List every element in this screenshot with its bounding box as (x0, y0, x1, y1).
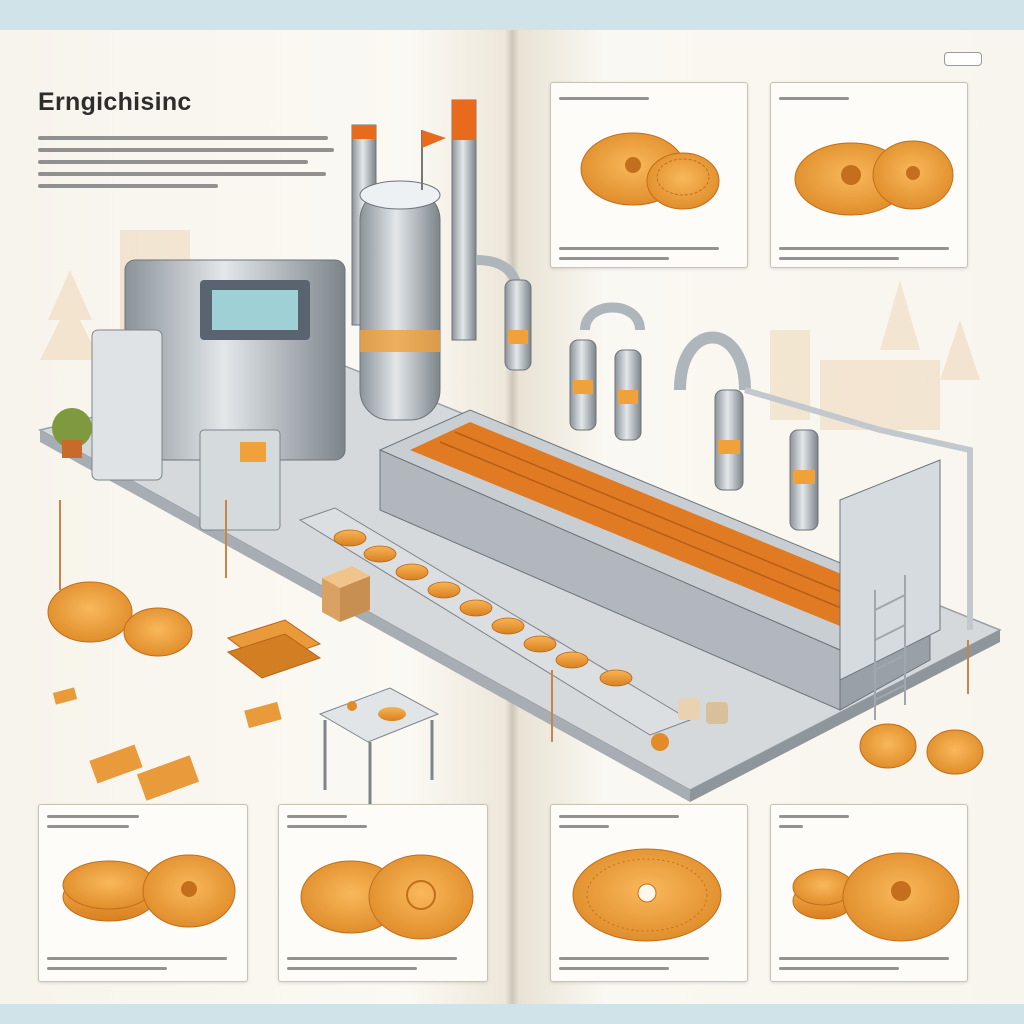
potted-plant (52, 408, 92, 458)
control-unit (91, 259, 346, 531)
loose-biscuits (47, 581, 984, 801)
biscuit-illustration (62, 854, 236, 928)
cardboard-box (322, 566, 370, 622)
mixing-tank (351, 99, 477, 421)
page-tab-icon (944, 52, 982, 66)
page-title: Erngichisinc (38, 88, 192, 116)
ladder (874, 575, 906, 720)
biscuit-illustration (300, 854, 474, 940)
info-panel-5 (550, 804, 748, 982)
biscuit-illustration (572, 848, 722, 942)
side-table (318, 687, 440, 810)
info-panel-3 (38, 804, 248, 982)
book-spread: Erngichisinc (0, 30, 1024, 1004)
biscuit-illustration (792, 852, 960, 942)
info-panel-1 (550, 82, 748, 268)
biscuit-tray-conveyor (298, 507, 692, 736)
info-panel-4 (278, 804, 488, 982)
production-line (378, 279, 941, 711)
biscuit-illustration (580, 132, 720, 210)
biscuit-illustration (794, 140, 954, 216)
info-panel-2 (770, 82, 968, 268)
factory-illustration (37, 99, 1002, 810)
info-panel-6 (770, 804, 968, 982)
flag-icon (421, 130, 446, 190)
